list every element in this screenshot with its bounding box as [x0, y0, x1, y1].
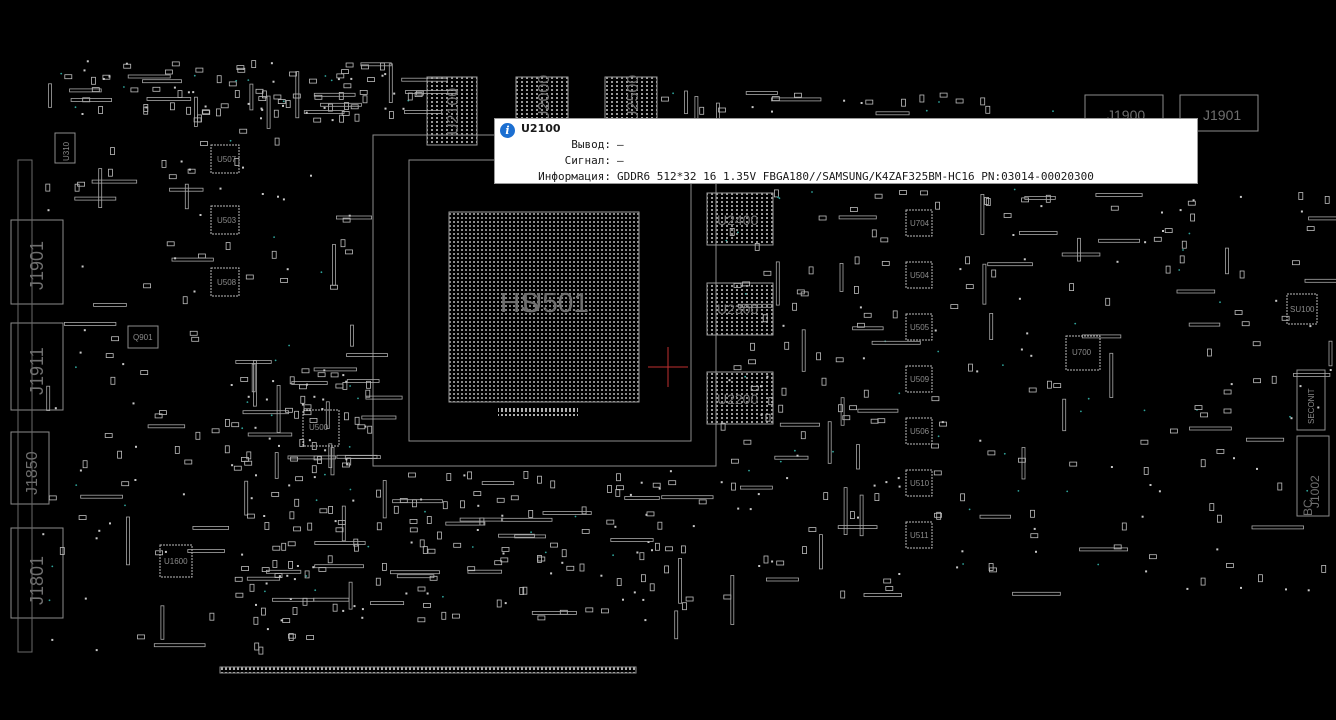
connector-j1901[interactable]: J1901	[10, 219, 64, 305]
tooltip-pin-key: Вывод:	[571, 138, 611, 151]
ic-u504[interactable]: U504	[905, 261, 933, 289]
memory-u2300[interactable]: U2300	[706, 282, 774, 336]
memory-u2300-label: U2300	[717, 301, 758, 317]
connector-j1801-label: J1801	[27, 556, 47, 605]
ic-u507-label: U507	[217, 155, 237, 164]
ic-u310-label: U310	[62, 141, 71, 161]
memory-u2500[interactable]: U2500	[604, 75, 658, 122]
memory-u2500-label: U2500	[625, 75, 642, 122]
tooltip-row-signal: Сигнал: —	[495, 153, 624, 168]
tooltip-title: U2100	[521, 122, 561, 135]
ic-u511[interactable]: U511	[905, 521, 933, 549]
connector-j1002[interactable]: J1002 BC	[1296, 435, 1330, 517]
connector-j1801[interactable]: J1801	[10, 527, 64, 619]
tooltip-row-info: Информация: GDDR6 512*32 16 1.35V FBGA180…	[495, 169, 1094, 184]
ic-u700-label: U700	[1072, 348, 1092, 357]
gpu-overlay-label: HS	[500, 287, 539, 318]
gpu-u501[interactable]: HS U501	[448, 211, 640, 416]
ic-u506[interactable]: U506	[905, 417, 933, 445]
ic-u310[interactable]: U310	[54, 132, 76, 164]
ic-u1600-label: U1600	[164, 557, 188, 566]
connector-bc-label: BC	[1301, 499, 1315, 516]
tooltip-info-value: GDDR6 512*32 16 1.35V FBGA180//SAMSUNG/K…	[617, 170, 1094, 183]
ic-q901[interactable]: Q901	[127, 325, 159, 349]
connector-seconit[interactable]: SECONIT	[1296, 369, 1326, 431]
component-info-tooltip: i U2100 Вывод: — Сигнал: — Информация: GDDR…	[494, 118, 1198, 184]
connector-j1911-label: J1911	[27, 347, 47, 395]
ic-u503-label: U503	[217, 216, 237, 225]
ic-u500-label: U500	[309, 423, 329, 432]
ic-su100-label: SU100	[1290, 305, 1315, 314]
ic-u509[interactable]: U509	[905, 365, 933, 393]
ic-u700[interactable]: U700	[1065, 335, 1101, 371]
tooltip-pin-value: —	[617, 138, 624, 151]
ic-u511-label: U511	[910, 531, 929, 540]
connector-j1850[interactable]: J1850	[10, 431, 50, 505]
ic-u505-label: U505	[910, 323, 930, 332]
memory-u2200-label: U2200	[717, 391, 758, 407]
ic-q901-label: Q901	[133, 333, 153, 342]
pcie-edge-connector	[219, 666, 637, 674]
ic-u508[interactable]: U508	[210, 267, 240, 297]
memory-u2400-label: U2400	[717, 212, 758, 228]
memory-u2000-label: U2000	[536, 75, 553, 122]
connector-j1901-top[interactable]: J1901	[1179, 94, 1259, 132]
ic-u504-label: U504	[910, 271, 930, 280]
memory-u2100[interactable]: U2100	[426, 76, 478, 146]
ic-u506-label: U506	[910, 427, 930, 436]
tooltip-info-key: Информация:	[538, 170, 611, 183]
memory-u2400[interactable]: U2400	[706, 192, 774, 246]
ic-u704[interactable]: U704	[905, 209, 933, 237]
ic-u704-label: U704	[910, 219, 930, 228]
memory-u2100-label: U2100	[445, 88, 462, 135]
info-icon: i	[500, 123, 515, 138]
gpu-label: U501	[522, 287, 589, 318]
tooltip-signal-value: —	[617, 154, 624, 167]
connector-j1911[interactable]: J1911	[10, 322, 64, 411]
tooltip-signal-key: Сигнал:	[564, 154, 611, 167]
connector-j1901-top-label: J1901	[1203, 107, 1241, 123]
left-edge-rail	[17, 159, 33, 653]
ic-u510-label: U510	[910, 479, 930, 488]
ic-u510[interactable]: U510	[905, 469, 933, 497]
ic-u505[interactable]: U505	[905, 313, 933, 341]
connector-j1901-label: J1901	[27, 241, 47, 290]
ic-su100[interactable]: SU100	[1286, 293, 1318, 325]
cursor-crosshair	[648, 347, 688, 387]
ic-u508-label: U508	[217, 278, 237, 287]
connector-j1002-label: J1002	[1308, 475, 1322, 508]
memory-u2200[interactable]: U2200	[706, 371, 774, 425]
connector-seconit-label: SECONIT	[1307, 388, 1316, 424]
tooltip-row-pin: Вывод: —	[495, 137, 624, 152]
ic-u1600[interactable]: U1600	[159, 544, 193, 578]
passive-components	[42, 60, 1336, 655]
ic-u509-label: U509	[910, 375, 930, 384]
ic-u503[interactable]: U503	[210, 205, 240, 235]
memory-u2000[interactable]: U2000	[515, 75, 569, 122]
ic-u500[interactable]: U500	[302, 409, 340, 447]
